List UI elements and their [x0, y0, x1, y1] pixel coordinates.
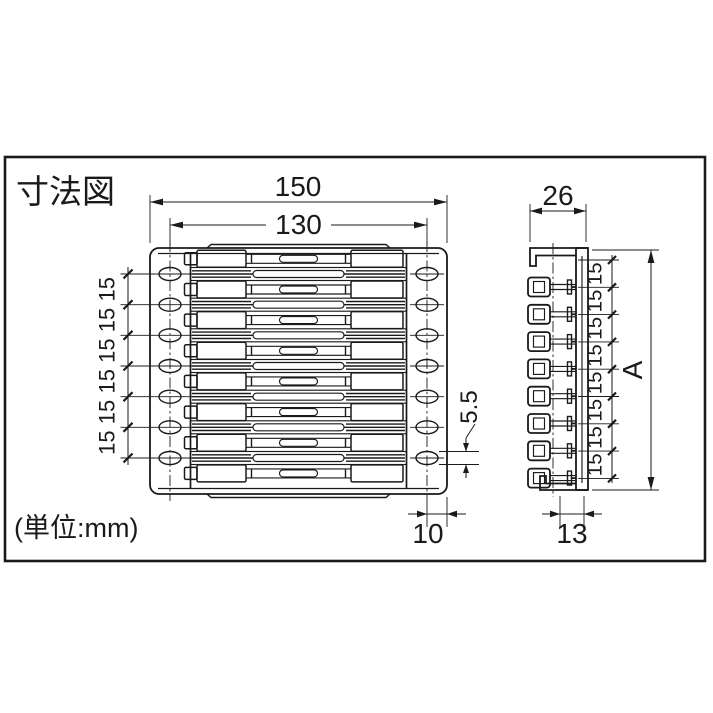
- drawing-border: [3, 155, 707, 563]
- side-clips: [527, 276, 577, 489]
- front-top-rib: [206, 243, 391, 249]
- side-pitch-label: 15: [584, 453, 607, 476]
- side-pitch-dimension: 15 15 15 15 15 15 15 15: [578, 255, 619, 484]
- dim-edge-offset: 10: [412, 518, 443, 549]
- side-pitch-label: 15: [584, 426, 607, 449]
- side-pitch-label: 15: [584, 399, 607, 422]
- front-pitch-label: 15: [95, 308, 120, 332]
- front-pitch-label: 15: [95, 338, 120, 362]
- front-body-outline: [149, 247, 448, 495]
- front-view: [149, 241, 448, 501]
- dim-inner-width: 130: [275, 209, 322, 240]
- front-pitch-label: 15: [95, 277, 120, 301]
- side-bottom-foot: [539, 475, 588, 491]
- edge-offset-dimension: 10: [408, 497, 466, 549]
- unit-note: (単位:mm): [14, 513, 138, 543]
- dim-depth: 26: [542, 180, 573, 211]
- dim-overall-width: 150: [275, 171, 322, 202]
- side-dimensions: 26 A 13: [529, 180, 659, 549]
- front-bottom-rib: [206, 493, 391, 499]
- hole-height-dimension: 5.5: [439, 390, 483, 478]
- dim-base-width: 13: [556, 518, 587, 549]
- front-dimensions: 150 130 15 15 15 15: [95, 171, 484, 549]
- side-pitch-label: 15: [584, 371, 607, 394]
- dim-hole-height: 5.5: [456, 390, 483, 423]
- side-view: [527, 243, 589, 497]
- page-title: 寸法図: [16, 173, 115, 210]
- front-pitch-dimension: 15 15 15 15 15 15: [95, 267, 196, 465]
- front-pitch-label: 15: [95, 430, 120, 454]
- side-pitch-label: 15: [584, 317, 607, 340]
- side-pitch-label: 15: [584, 344, 607, 367]
- front-pitch-label: 15: [95, 369, 120, 393]
- front-pitch-label: 15: [95, 400, 120, 424]
- dim-height: A: [617, 360, 648, 379]
- side-pitch-label: 15: [584, 262, 607, 285]
- side-pitch-label: 15: [584, 290, 607, 313]
- side-top-lip: [529, 247, 588, 267]
